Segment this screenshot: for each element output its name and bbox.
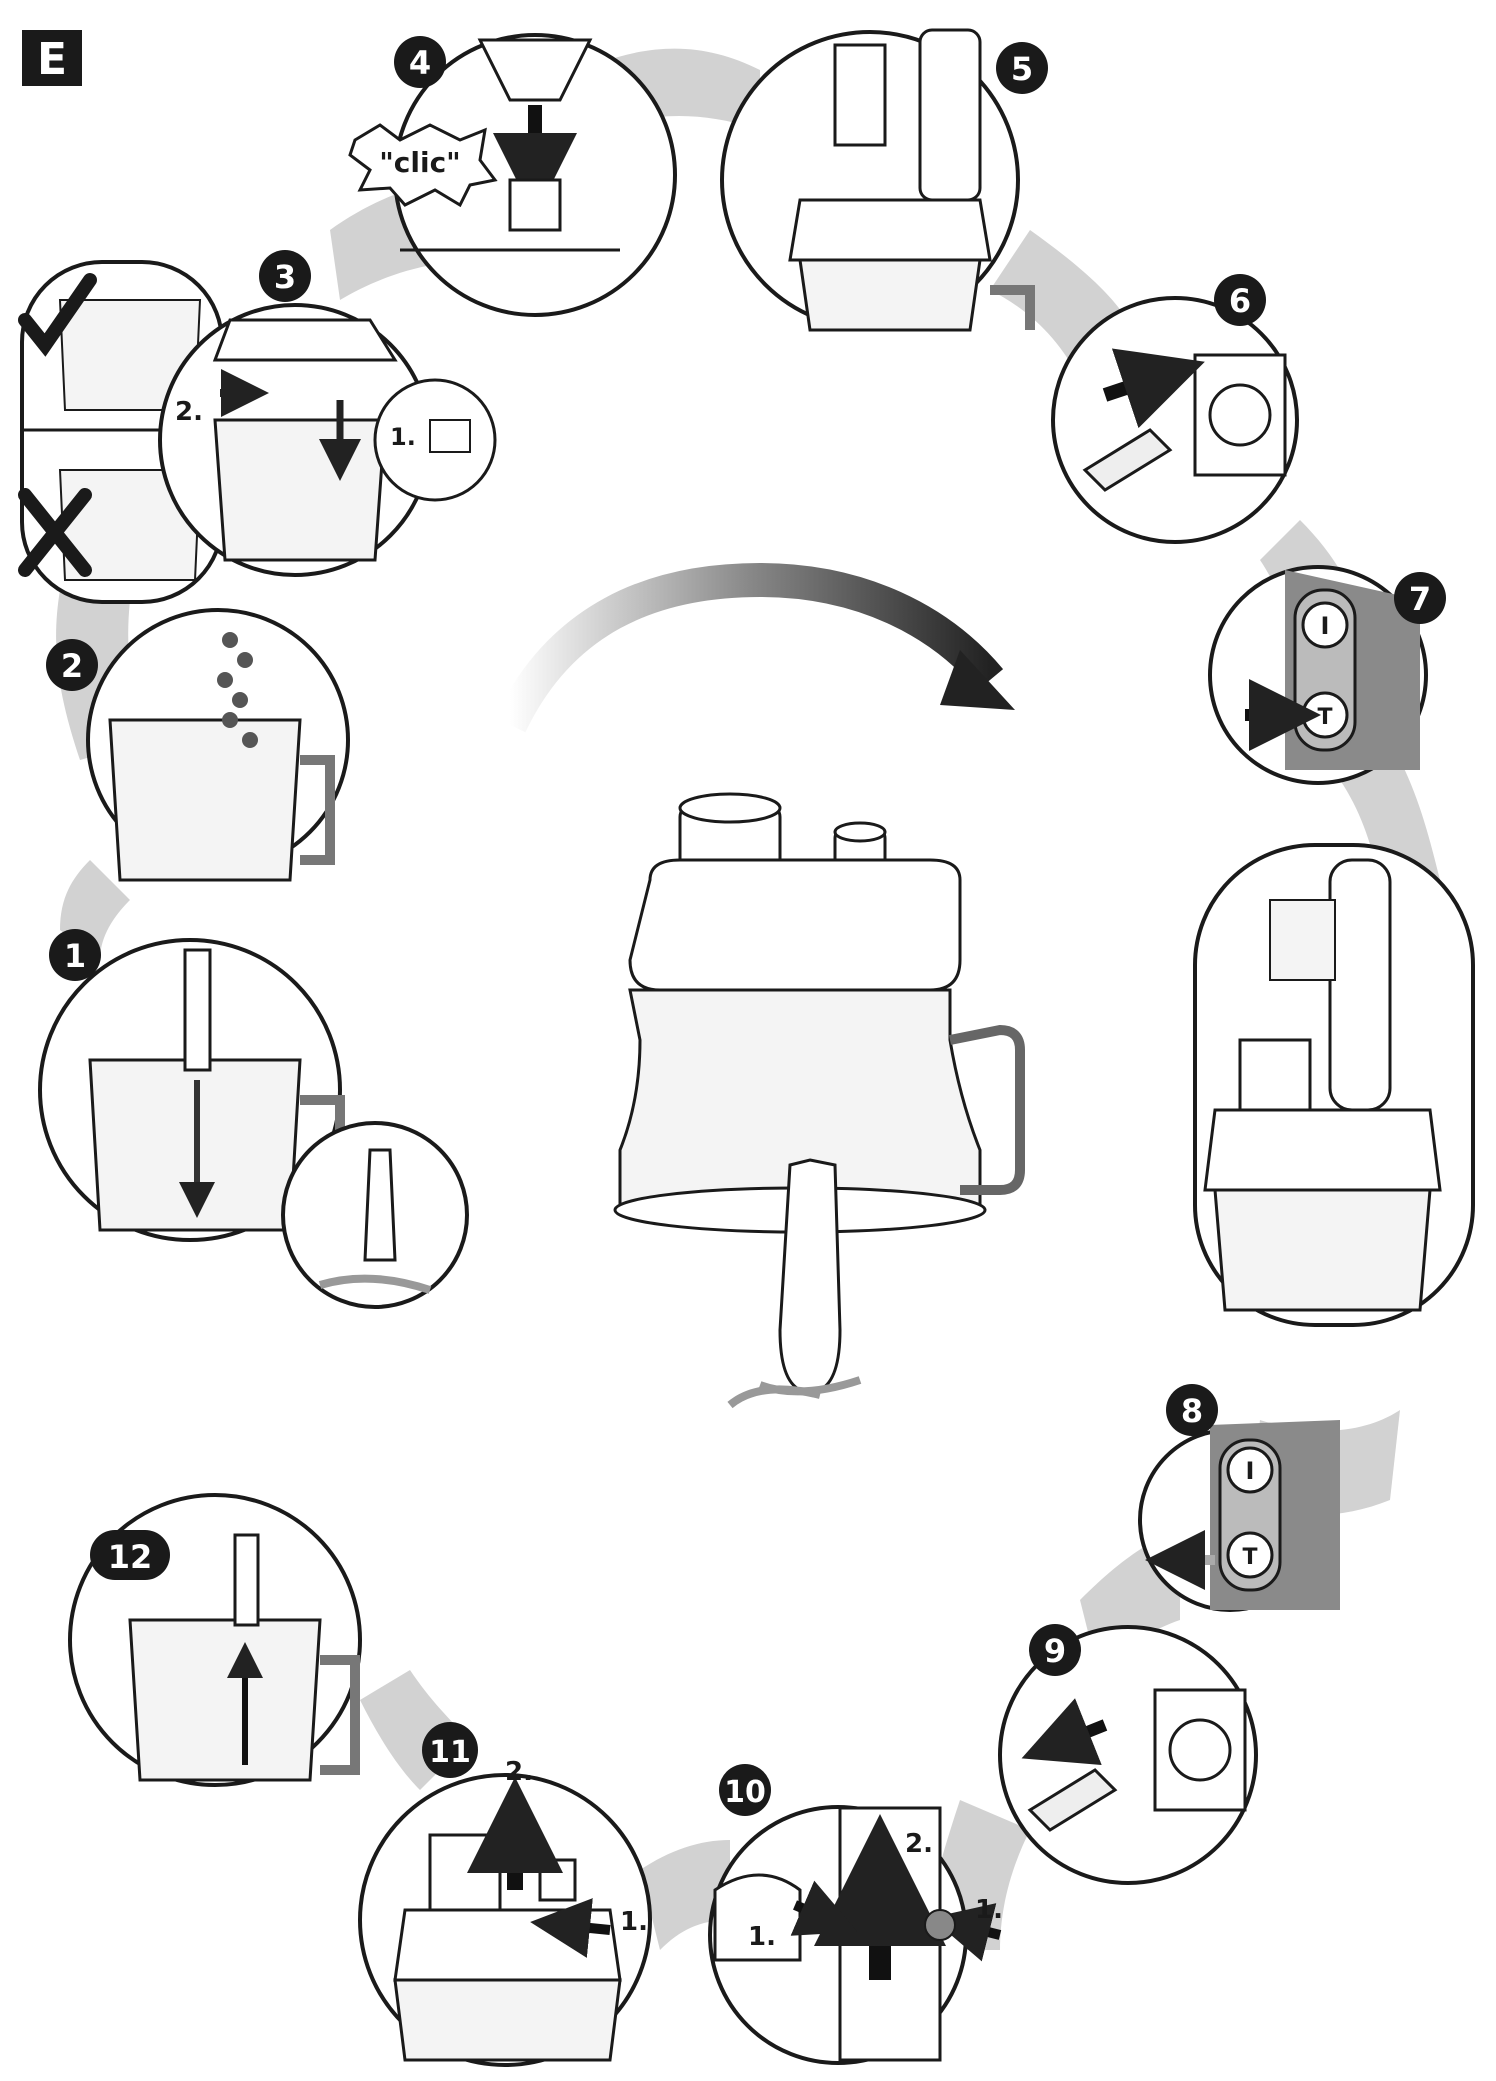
step-10-sub-a: 1.: [748, 1922, 776, 1952]
step-2-panel: 2: [46, 608, 350, 882]
step-8-panel: I T 8: [1138, 1384, 1340, 1612]
step-1-panel: 1: [38, 929, 469, 1309]
step-4-panel: "clic" 4: [348, 33, 677, 317]
step-8-turbo-symbol: T: [1242, 1545, 1257, 1570]
step-3-sub-b: 1.: [390, 423, 416, 451]
plug-icon: [1082, 428, 1173, 492]
check-icon: [18, 273, 97, 357]
central-arrow: [494, 562, 1015, 733]
socket-icon: [1153, 1688, 1247, 1812]
food-pieces-icon: [217, 632, 258, 748]
step-7-panel: I T 7: [1208, 565, 1446, 785]
step-7-turbo-symbol: T: [1317, 705, 1332, 730]
cross-icon: [18, 488, 92, 577]
arrow-icon: [930, 1903, 1002, 1962]
step-11-panel: 2. 1. 11: [358, 1722, 652, 2067]
arrow-icon: [790, 1880, 858, 1936]
arrow-icon: [1102, 348, 1205, 429]
step-5-number: 5: [1011, 50, 1033, 88]
clic-label: "clic": [379, 146, 461, 179]
step-11-sub-a: 2.: [505, 1757, 533, 1787]
step-7-on-symbol: I: [1321, 612, 1330, 640]
step-10-sub-c: 1.: [975, 1895, 1003, 1925]
socket-icon: [1193, 353, 1287, 477]
step-7-number: 7: [1409, 580, 1431, 618]
section-letter-box: E: [22, 30, 82, 86]
step-6-panel: 6: [1051, 274, 1299, 544]
step-4-number: 4: [409, 44, 431, 82]
step-2-number: 2: [61, 647, 83, 685]
arrow-icon: [530, 1898, 611, 1958]
step-11-number: 11: [429, 1735, 471, 1770]
step-1-number: 1: [64, 937, 86, 975]
step-10-number: 10: [724, 1775, 766, 1810]
section-letter: E: [37, 34, 67, 85]
step-12-number: 12: [108, 1538, 153, 1576]
central-food-processor: [613, 792, 1025, 1409]
step-5-panel: 5: [720, 28, 1048, 332]
step-3-panel: 2. 1. 3: [18, 250, 497, 604]
step-3-number: 3: [274, 258, 296, 296]
step-10-sub-b: 2.: [905, 1829, 933, 1859]
step-3-sub-a: 2.: [175, 397, 203, 427]
step-10-panel: 1. 2. 1. 10: [708, 1764, 1003, 2065]
step-usage-panel: [1193, 843, 1475, 1327]
clic-burst: [348, 123, 498, 208]
arrow-icon: [1021, 1698, 1108, 1766]
step-8-on-symbol: I: [1246, 1457, 1255, 1485]
plug-icon: [1027, 1768, 1118, 1832]
step-9-number: 9: [1044, 1632, 1066, 1670]
step-8-number: 8: [1181, 1392, 1203, 1430]
step-11-sub-b: 1.: [620, 1907, 648, 1937]
step-9-panel: 9: [998, 1624, 1258, 1885]
step-12-panel: 12: [68, 1493, 362, 1787]
step-6-number: 6: [1229, 282, 1251, 320]
